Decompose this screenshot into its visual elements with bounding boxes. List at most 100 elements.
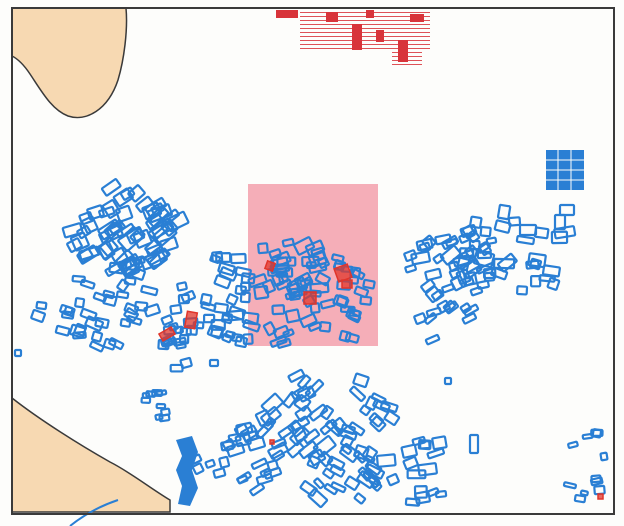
building-footprint (359, 404, 372, 417)
building-footprint (249, 482, 265, 497)
building-footprint (307, 487, 329, 509)
building-footprint (468, 239, 481, 251)
building-footprint (518, 223, 538, 237)
building-footprint (272, 324, 290, 340)
building-footprint (313, 477, 325, 490)
building-footprint (242, 333, 254, 346)
building-footprint (270, 437, 287, 450)
building-footprint (463, 271, 478, 287)
building-footprint (418, 241, 432, 254)
building-footprint (220, 313, 234, 325)
building-footprint (180, 289, 197, 304)
building-footprint (210, 318, 226, 332)
building-footprint (573, 493, 587, 504)
building-footprint (215, 252, 232, 264)
building-footprint (255, 420, 274, 439)
building-footprint (400, 443, 418, 459)
building-footprint (267, 441, 289, 460)
building-footprint (247, 273, 268, 288)
building-footprint (289, 425, 311, 447)
building-footprint (35, 300, 48, 311)
building-footprint (69, 231, 90, 252)
building-footprint (146, 205, 170, 228)
building-footprint (160, 407, 171, 417)
building-footprint (213, 302, 229, 315)
building-footprint (288, 287, 301, 301)
building-footprint (108, 337, 125, 351)
building-footprint (318, 321, 332, 333)
building-footprint (240, 281, 251, 293)
building-footprint (482, 267, 497, 280)
building-footprint (404, 263, 418, 274)
building-footprint (155, 389, 168, 397)
building-footprint (525, 259, 540, 270)
building-footprint (469, 215, 483, 229)
building-footprint (562, 481, 578, 490)
building-footprint (60, 310, 75, 320)
building-footprint (306, 454, 322, 470)
red-marked-building (269, 439, 275, 445)
building-footprint (212, 467, 227, 479)
building-footprint (476, 279, 490, 290)
building-footprint (221, 332, 233, 344)
building-footprint (218, 455, 231, 469)
map-frame (11, 7, 615, 515)
building-footprint (337, 428, 358, 441)
building-footprint (338, 329, 352, 343)
building-footprint (90, 330, 104, 343)
building-footprint (375, 453, 397, 468)
building-footprint (86, 204, 105, 221)
building-footprint (335, 294, 349, 307)
building-footprint (297, 374, 312, 390)
building-footprint (458, 232, 472, 244)
building-footprint (277, 424, 295, 440)
building-footprint (426, 487, 440, 498)
red-marked-building (597, 493, 604, 500)
building-footprint (155, 402, 167, 410)
building-footprint (386, 473, 400, 487)
building-footprint (176, 281, 188, 292)
building-footprint (344, 332, 360, 344)
building-footprint (221, 438, 236, 452)
building-footprint (77, 247, 94, 263)
building-footprint (415, 237, 434, 252)
building-footprint (443, 376, 453, 386)
building-footprint (426, 447, 446, 460)
building-footprint (364, 459, 383, 476)
boundary-line-lower-left (69, 499, 119, 526)
building-footprint (271, 304, 286, 316)
building-footprint (234, 266, 252, 279)
building-footprint (297, 440, 319, 460)
building-footprint (353, 450, 367, 464)
building-footprint (424, 333, 441, 346)
building-footprint (140, 396, 152, 404)
building-footprint (493, 219, 512, 234)
building-footprint (352, 372, 370, 389)
building-footprint (218, 266, 238, 282)
building-footprint (160, 218, 179, 237)
building-footprint (348, 421, 366, 437)
building-footprint (114, 204, 134, 223)
building-footprint (458, 247, 475, 259)
building-footprint (439, 244, 462, 266)
building-footprint (312, 435, 337, 458)
building-footprint (101, 199, 121, 219)
building-footprint (116, 278, 130, 293)
building-footprint (353, 492, 367, 505)
building-footprint (322, 467, 336, 480)
building-footprint (493, 257, 516, 270)
building-footprint (54, 324, 71, 337)
red-marked-building (183, 310, 199, 330)
building-footprint (210, 324, 225, 339)
red-marked-buildings (157, 259, 604, 500)
building-footprint (255, 472, 274, 486)
building-footprint (294, 404, 313, 422)
red-marked-building (157, 326, 177, 342)
building-footprint (316, 450, 334, 468)
building-footprint (282, 328, 295, 339)
building-footprint (292, 236, 316, 256)
building-footprint (349, 385, 367, 403)
building-footprint (144, 247, 168, 271)
building-footprint (159, 236, 179, 253)
